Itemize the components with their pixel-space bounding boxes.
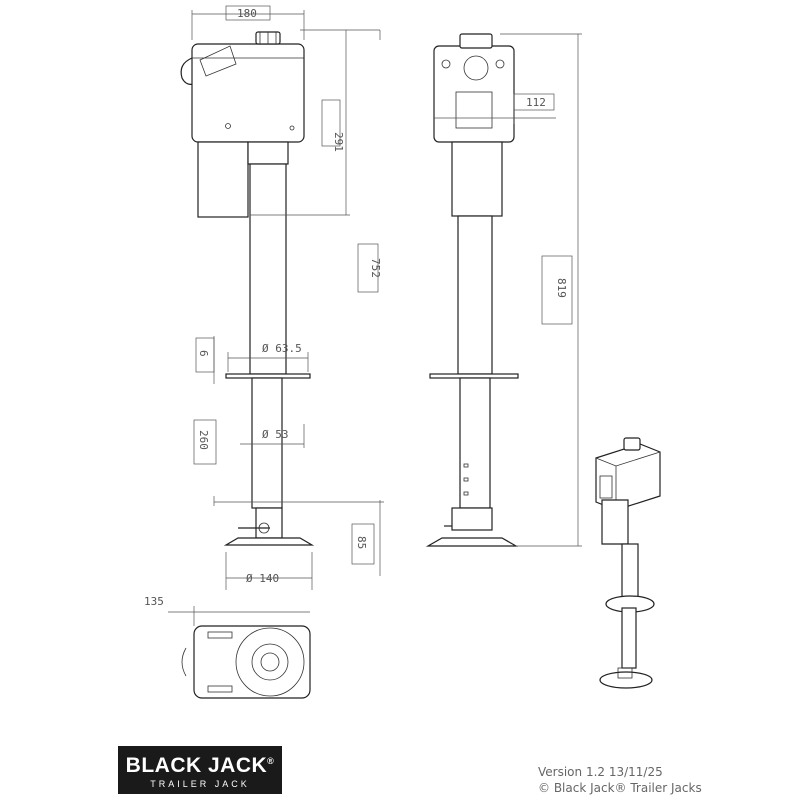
copyright-text: © Black Jack® Trailer Jacks bbox=[538, 781, 702, 795]
dim-tube-length: 752 bbox=[369, 258, 382, 278]
dim-bottom-offset: 135 bbox=[144, 595, 164, 608]
dim-tube-diameter-inner: Ø 53 bbox=[262, 428, 289, 441]
dim-tube-diameter-outer: Ø 63.5 bbox=[262, 342, 302, 355]
dim-plate-thickness: 6 bbox=[197, 350, 210, 357]
dim-head-width-front: 112 bbox=[526, 96, 546, 109]
dim-overall-height: 819 bbox=[555, 278, 568, 298]
side-view-dimensions: 180 291 752 Ø 63.5 6 260 Ø 53 85 bbox=[191, 5, 384, 590]
logo-registered: ® bbox=[267, 756, 275, 766]
version-block: Version 1.2 13/11/25 © Black Jack® Trail… bbox=[538, 764, 702, 796]
jack-side-view-icon bbox=[180, 31, 315, 546]
jack-front-view-icon bbox=[425, 33, 519, 547]
version-text: Version 1.2 13/11/25 bbox=[538, 765, 663, 779]
dim-foot-height: 85 bbox=[355, 536, 368, 549]
jack-isometric-view-icon bbox=[595, 437, 661, 689]
brand-logo: BLACK JACK® TRAILER JACK bbox=[118, 746, 282, 794]
front-view-dimensions: 112 819 bbox=[434, 33, 582, 547]
jack-top-view-icon: 135 bbox=[144, 595, 311, 699]
logo-main-text: BLACK JACK bbox=[125, 754, 268, 777]
dim-width-top: 180 bbox=[237, 7, 257, 20]
dim-head-height: 291 bbox=[332, 132, 345, 152]
dim-lower-length: 260 bbox=[197, 430, 210, 450]
dim-foot-diameter: Ø 140 bbox=[246, 572, 279, 585]
logo-sub-text: TRAILER JACK bbox=[150, 779, 250, 789]
